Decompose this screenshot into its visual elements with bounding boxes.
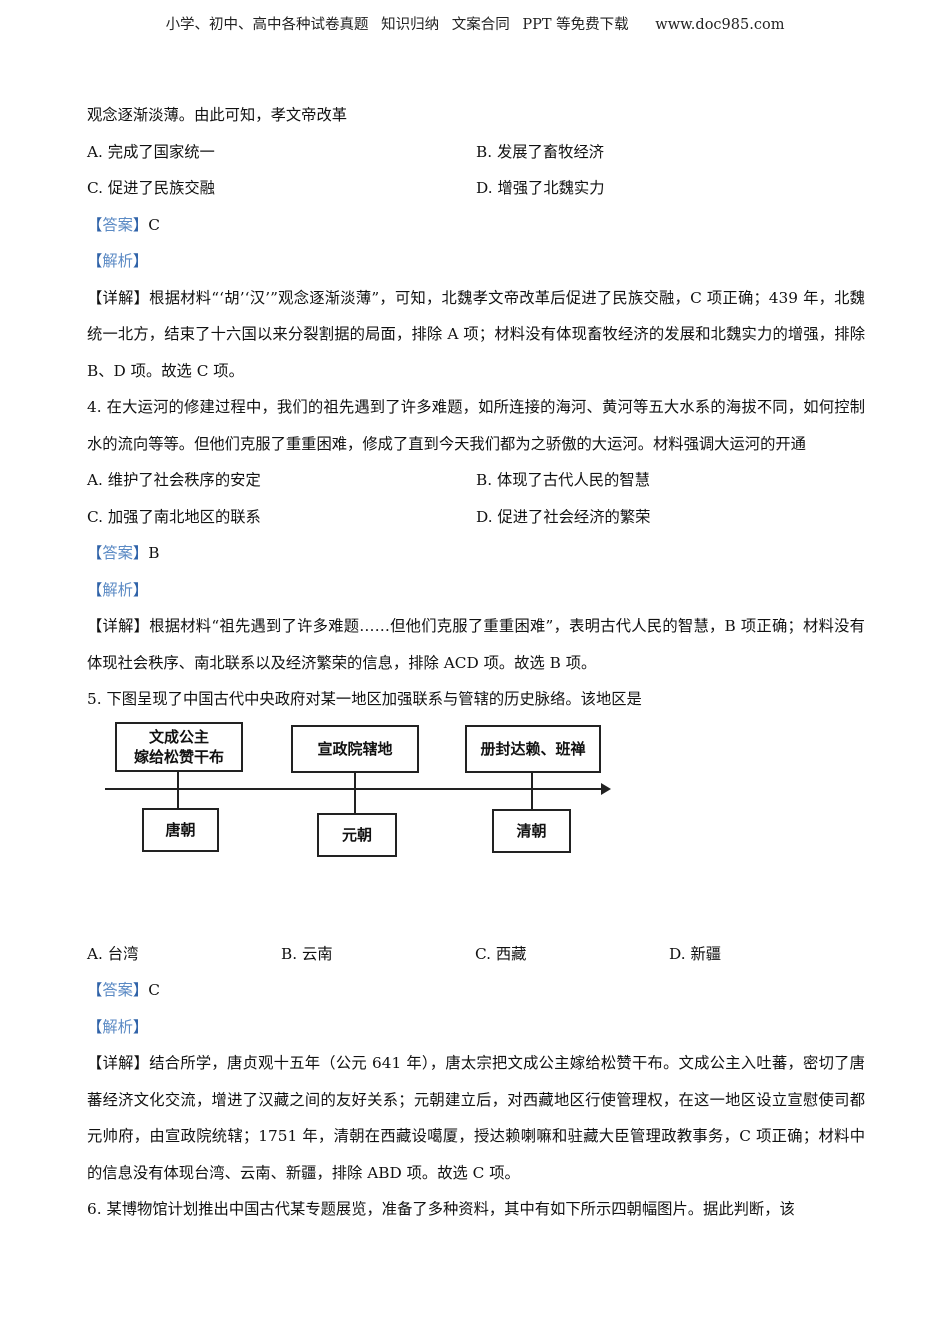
q3-options: A. 完成了国家统一 B. 发展了畜牧经济 [87, 134, 865, 171]
dynasty-box: 元朝 [317, 812, 397, 857]
option: B. 发展了畜牧经济 [476, 142, 605, 161]
option: C. 加强了南北地区的联系 [87, 507, 261, 526]
q4-answer: 【答案】B [87, 544, 160, 562]
option: C. 西藏 [475, 944, 527, 963]
timeline-diagram: 文成公主嫁给松赞干布 宣政院辖地 册封达赖、班禅 唐朝 元朝 清朝 [87, 718, 865, 936]
q5-answer: 【答案】C [87, 981, 160, 999]
option: A. 维护了社会秩序的安定 [87, 471, 261, 489]
arrow-icon [601, 782, 611, 795]
q6-stem: 6. 某博物馆计划推出中国古代某专题展览，准备了多种资料，其中有如下所示四朝幅图… [87, 1200, 795, 1218]
q5-detail: 【详解】结合所学，唐贞观十五年（公元 641 年），唐太宗把文成公主嫁给松赞干布… [87, 1054, 865, 1182]
event-box: 宣政院辖地 [291, 724, 419, 773]
q5-analysis-label: 【解析】 [87, 1017, 149, 1036]
option: A. 台湾 [87, 944, 139, 963]
q5-stem: 5. 下图呈现了中国古代中央政府对某一地区加强联系与管辖的历史脉络。该地区是 [87, 690, 642, 708]
header-text: PPT 等免费下载 [522, 17, 629, 33]
q4-analysis-label: 【解析】 [87, 580, 149, 599]
q3-analysis-label: 【解析】 [87, 252, 149, 270]
content: 观念逐渐淡薄。由此可知，孝文帝改革 A. 完成了国家统一 B. 发展了畜牧经济 C… [87, 97, 865, 1228]
page-header: 小学、初中、高中各种试卷真题 知识归纳 文案合同 PPT 等免费下载 www.d… [0, 13, 950, 34]
option: B. 体现了古代人民的智慧 [476, 471, 650, 489]
q4-stem: 4. 在大运河的修建过程中，我们的祖先遇到了许多难题，如所连接的海河、黄河等五大… [87, 398, 865, 453]
q3-answer: 【答案】C [87, 215, 160, 234]
q3-stem-tail: 观念逐渐淡薄。由此可知，孝文帝改革 [87, 106, 348, 124]
header-text: 文案合同 [451, 17, 510, 33]
q5-options: A. 台湾 B. 云南 C. 西藏 D. 新疆 [87, 936, 865, 973]
event-box: 册封达赖、班禅 [465, 724, 601, 773]
option: D. 新疆 [669, 944, 722, 963]
q4-detail: 【详解】根据材料“祖先遇到了许多难题……但他们克服了重重困难”，表明古代人民的智… [87, 617, 865, 672]
dynasty-box: 清朝 [492, 808, 571, 853]
header-text: 小学、初中、高中各种试卷真题 [165, 17, 369, 33]
option: A. 完成了国家统一 [87, 142, 215, 161]
q3-options: C. 促进了民族交融 D. 增强了北魏实力 [87, 170, 865, 207]
event-box: 文成公主嫁给松赞干布 [115, 721, 243, 772]
option: C. 促进了民族交融 [87, 179, 215, 197]
option: D. 增强了北魏实力 [476, 179, 605, 197]
dynasty-box: 唐朝 [142, 807, 219, 852]
option: B. 云南 [281, 944, 333, 963]
option: D. 促进了社会经济的繁荣 [476, 507, 651, 526]
header-text: 知识归纳 [381, 17, 440, 33]
q3-detail: 【详解】根据材料“‘胡’‘汉’”观念逐渐淡薄”，可知，北魏孝文帝改革后促进了民族… [87, 288, 865, 380]
q4-options: A. 维护了社会秩序的安定 B. 体现了古代人民的智慧 [87, 462, 865, 499]
header-link[interactable]: www.doc985.com [655, 17, 785, 33]
q4-options: C. 加强了南北地区的联系 D. 促进了社会经济的繁荣 [87, 499, 865, 536]
